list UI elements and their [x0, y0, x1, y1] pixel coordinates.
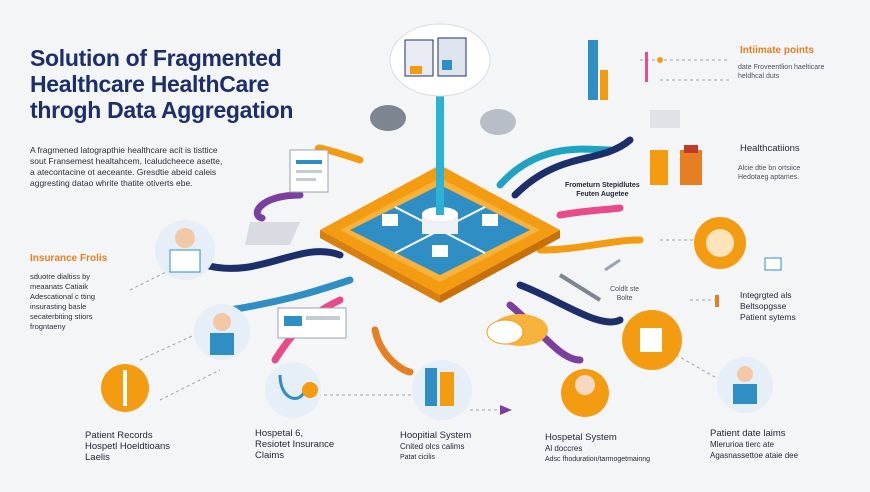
- page-title: Solution of Fragmented Healthcare Health…: [30, 45, 360, 123]
- healthcare-text: Alcie dtie bn ortsiice Hedotaeg aptames.: [738, 165, 801, 181]
- intimate-points-text: date Froveentlion haelticare heldhcal du…: [738, 64, 825, 80]
- patient-records-label: Patient Records Hospetl Hoeldtioans Lael…: [85, 430, 171, 463]
- hospital-system-label-1: Hoopitial System Cnited olcs calims Pata…: [400, 430, 472, 461]
- intro-paragraph: A fragmened latograpthie healthcare acit…: [30, 145, 223, 188]
- hospital-insurance-label: Hospetal 6, Resiotet Insurance Claims: [255, 428, 335, 461]
- connector-navy-lower-right: [516, 281, 624, 326]
- intimate-points-heading: Intiimate points: [740, 45, 814, 56]
- patient-claims-label: Patient date laims Mlerurioa tierc ate A…: [710, 428, 799, 460]
- connector-pink-right: [556, 204, 624, 219]
- connector-teal-right: [496, 145, 614, 189]
- connector-purple-left: [253, 191, 304, 222]
- connector-orange-top: [314, 144, 364, 164]
- connector-orange-right: [536, 236, 644, 254]
- cloud-icon: [486, 314, 548, 346]
- connector-orange-bottom: [371, 326, 414, 376]
- mid-label: Coldlt ste Bolte: [610, 286, 640, 302]
- hospital-system-label-2: Hospetal System Al doccres Adsc fhodurat…: [545, 432, 651, 463]
- documents-bubble: [389, 23, 491, 97]
- connector-purple-lower-right: [506, 301, 584, 364]
- center-note: Frometurn Stepidlutes Feuten Augetee: [565, 182, 640, 198]
- insurance-heading: Insurance Frolis: [30, 253, 108, 264]
- title-line-2: Healthcare HealthCare: [30, 71, 270, 97]
- monitor-icon: [764, 257, 782, 271]
- bar-chart-icon: [588, 40, 680, 128]
- data-pipe: [436, 90, 444, 215]
- insurance-description: sduotre dialtiss by meaanats Catiaik Ade…: [30, 272, 96, 331]
- connector-navy-right: [511, 136, 634, 199]
- healthcare-heading: Healthcatiions: [740, 143, 800, 154]
- tool-icon: [558, 273, 602, 302]
- title-line-3: throgh Data Aggregation: [30, 97, 294, 123]
- connector-navy-left: [201, 248, 344, 272]
- central-data-hub: [320, 165, 560, 303]
- clipboard-icon: [650, 145, 702, 185]
- nurse-avatar: [194, 304, 250, 360]
- title-line-1: Solution of Fragmented: [30, 45, 282, 71]
- paper-icon: [245, 222, 300, 245]
- integrated-label: Integrgted als Beltsopgsse Patient sytem…: [740, 290, 796, 322]
- connector-blue-bottom: [226, 276, 354, 314]
